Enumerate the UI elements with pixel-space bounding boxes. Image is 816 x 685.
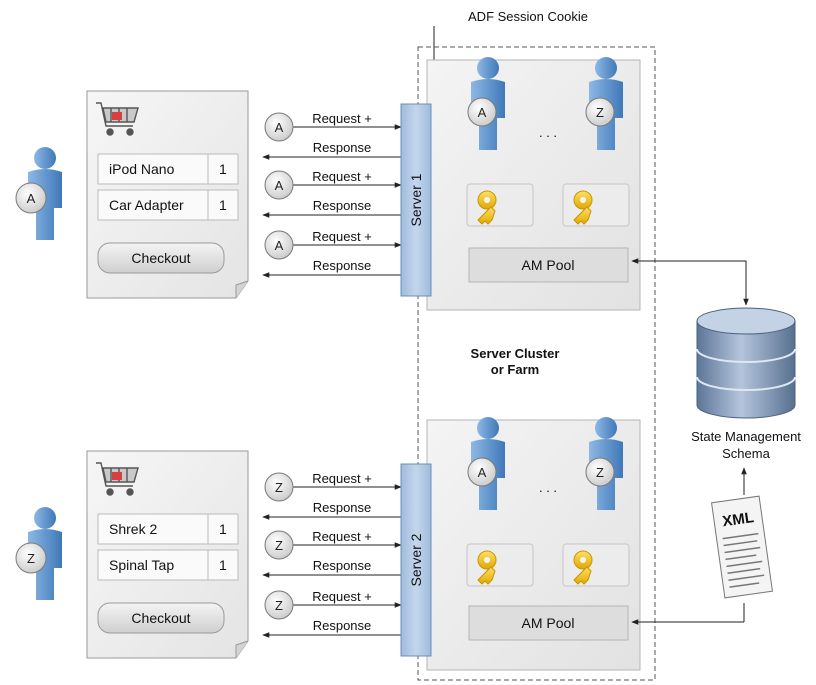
session-badge-label: Z [275, 598, 283, 613]
server-1-panel: A . . . Z AM Pool [426, 57, 641, 311]
request-response-pair: Z Request + Response [262, 589, 402, 638]
shopping-page-z: Shrek 2 1 Spinal Tap 1 Checkout [86, 450, 249, 659]
session-badge-label: Z [596, 465, 604, 480]
cluster-label-line2: or Farm [491, 362, 539, 377]
request-label: Request + [312, 169, 372, 184]
session-badge-label: Z [275, 480, 283, 495]
cart-row[interactable]: Spinal Tap 1 [97, 549, 239, 581]
session-key-icon [562, 183, 630, 227]
checkout-button[interactable]: Checkout [97, 602, 225, 634]
cart-row[interactable]: Shrek 2 1 [97, 513, 239, 545]
session-badge [264, 230, 294, 260]
request-response-pair: Z Request + Response [262, 471, 402, 520]
response-label: Response [313, 140, 372, 155]
cart-item-qty: 1 [219, 521, 227, 537]
ellipsis: . . . [539, 480, 557, 495]
session-key-icon [466, 543, 534, 587]
request-label: Request + [312, 111, 372, 126]
session-badge [467, 97, 497, 127]
session-key-icon [466, 183, 534, 227]
cart-item-name: Shrek 2 [109, 521, 157, 537]
cart-item-qty: 1 [219, 197, 227, 213]
response-label: Response [313, 618, 372, 633]
cluster-label-line1: Server Cluster [471, 346, 560, 361]
session-badge-label: A [478, 465, 487, 480]
request-label: Request + [312, 529, 372, 544]
server-2-label: Server 2 [408, 533, 424, 586]
response-label: Response [313, 258, 372, 273]
session-badge-label: Z [275, 538, 283, 553]
server-cluster-boundary [417, 46, 656, 681]
cart-icon [96, 462, 139, 496]
db-label-line2: Schema [722, 446, 770, 461]
user-badge-label: A [27, 191, 36, 206]
cart-row[interactable]: Car Adapter 1 [97, 189, 239, 221]
session-badge [467, 457, 497, 487]
server-1-label: Server 1 [408, 173, 424, 226]
checkout-button[interactable]: Checkout [97, 242, 225, 274]
database-icon [696, 307, 796, 419]
session-badge [264, 112, 294, 142]
response-label: Response [313, 500, 372, 515]
shopping-page-a: iPod Nano 1 Car Adapter 1 Checkout [86, 90, 249, 299]
user-badge-label: Z [27, 551, 35, 566]
request-label: Request + [312, 229, 372, 244]
session-badge [264, 530, 294, 560]
ellipsis: . . . [539, 125, 557, 140]
checkout-label: Checkout [131, 250, 190, 266]
request-response-pair: Z Request + Response [262, 529, 402, 578]
session-badge [585, 97, 615, 127]
session-badge-label: A [275, 238, 284, 253]
cart-item-name: Car Adapter [109, 197, 184, 213]
session-badge [264, 590, 294, 620]
session-badge-label: A [275, 178, 284, 193]
user-badge [15, 542, 47, 574]
user-a-group: A [15, 147, 62, 240]
server-2-panel: A . . . Z AM Pool [426, 417, 641, 671]
session-badge-label: A [275, 120, 284, 135]
cart-item-name: Spinal Tap [109, 557, 174, 573]
server-2-bar: Server 2 [400, 463, 432, 657]
checkout-label: Checkout [131, 610, 190, 626]
request-label: Request + [312, 589, 372, 604]
user-z-group: Z [15, 507, 62, 600]
cart-item-qty: 1 [219, 557, 227, 573]
cart-item-name: iPod Nano [109, 161, 175, 177]
request-label: Request + [312, 471, 372, 486]
session-badge [585, 457, 615, 487]
request-response-pair: A Request + Response [262, 229, 402, 278]
xml-document-icon: XML [710, 495, 774, 599]
am-pool-label: AM Pool [522, 257, 575, 273]
session-badge [264, 170, 294, 200]
adf-session-cookie-label: ADF Session Cookie [468, 9, 588, 24]
session-badge-label: A [478, 105, 487, 120]
am-pool: AM Pool [468, 247, 629, 283]
response-label: Response [313, 558, 372, 573]
pool-db-connector [631, 258, 749, 306]
cart-row[interactable]: iPod Nano 1 [97, 153, 239, 185]
am-pool: AM Pool [468, 605, 629, 641]
db-label-line1: State Management [691, 429, 801, 444]
state-management-database: State Management Schema [691, 307, 801, 461]
user-badge [15, 182, 47, 214]
request-response-pair: A Request + Response [262, 169, 402, 218]
session-key-icon [562, 543, 630, 587]
response-label: Response [313, 198, 372, 213]
session-badge [264, 472, 294, 502]
cart-icon [96, 102, 139, 136]
xml-label: XML [721, 509, 755, 530]
session-badge-label: Z [596, 105, 604, 120]
server-1-bar: Server 1 [400, 103, 432, 297]
am-pool-label: AM Pool [522, 615, 575, 631]
request-response-pair: A Request + Response [262, 111, 402, 160]
cart-item-qty: 1 [219, 161, 227, 177]
